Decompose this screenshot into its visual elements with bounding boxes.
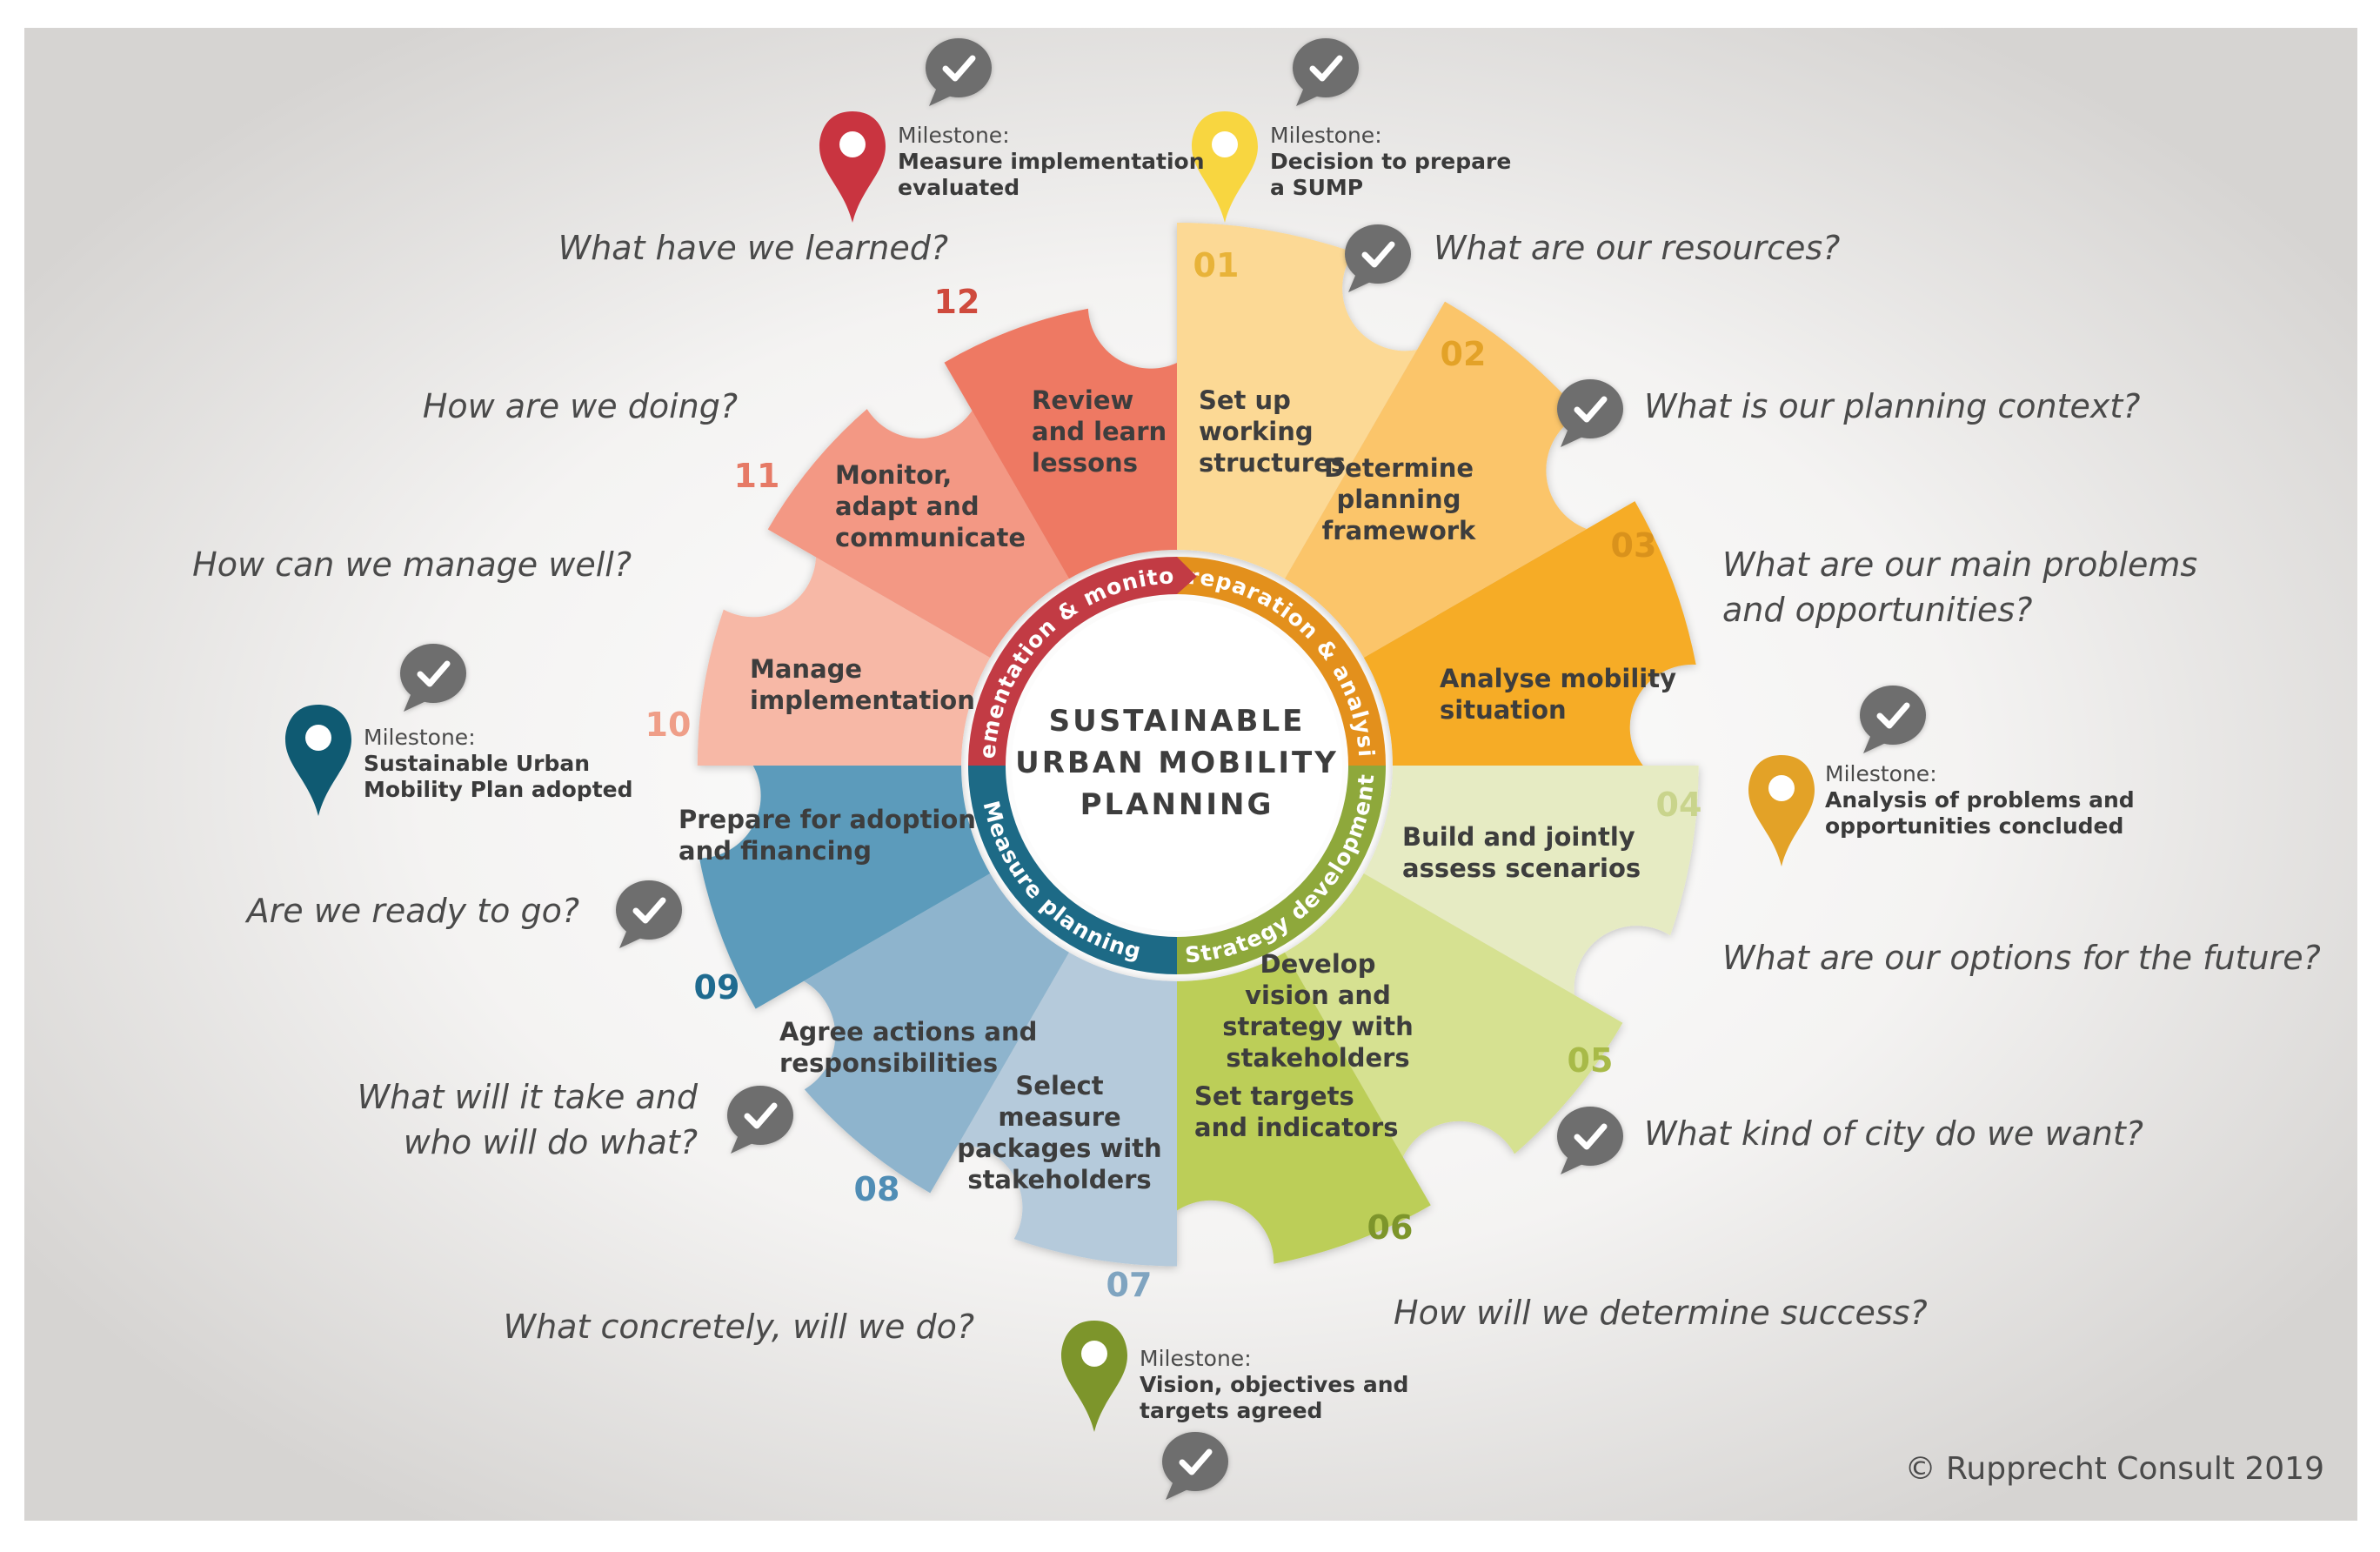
milestone-heading: Milestone: <box>898 123 1010 148</box>
step-number-11: 11 <box>734 457 780 495</box>
copyright-notice: © Rupprecht Consult 2019 <box>1905 1451 2324 1487</box>
speech-bubble-check-icon <box>1345 224 1411 292</box>
map-pin-icon <box>1748 755 1815 866</box>
speech-bubble-check-icon <box>1557 1107 1623 1174</box>
step-number-09: 09 <box>694 968 740 1007</box>
step-number-07: 07 <box>1106 1266 1153 1304</box>
step-segment-03 <box>1363 501 1696 766</box>
speech-bubble-check-icon <box>616 880 682 948</box>
question-step-05: What kind of city do we want? <box>1644 1114 2143 1153</box>
step-numbers: 01 02 03 04 05 06 07 08 09 10 11 12 <box>645 246 1702 1304</box>
step-segment-01 <box>1177 223 1417 579</box>
step-segments <box>697 223 1699 1267</box>
phase-arc-2 <box>1157 766 1386 974</box>
phase-arc-3 <box>968 746 1177 974</box>
speech-bubble-check-icon <box>727 1086 793 1154</box>
step-number-01: 01 <box>1193 246 1240 284</box>
phase-arc-1 <box>1177 557 1386 786</box>
step-number-06: 06 <box>1367 1208 1414 1247</box>
step-segment-06 <box>1177 952 1431 1264</box>
question-step-06: How will we determine success? <box>1394 1294 1928 1332</box>
speech-bubble-check-icon <box>926 38 992 106</box>
map-pin-icon <box>819 111 886 223</box>
question-step-09: Are we ready to go? <box>244 892 579 930</box>
milestone-heading: Milestone: <box>1270 123 1382 148</box>
step-number-08: 08 <box>854 1170 900 1208</box>
milestone-heading: Milestone: <box>1140 1346 1252 1371</box>
question-step-12: What have we learned? <box>558 229 948 267</box>
step-segment-07 <box>958 952 1177 1267</box>
step-number-04: 04 <box>1656 786 1702 824</box>
step-number-05: 05 <box>1568 1041 1614 1080</box>
step-number-02: 02 <box>1441 335 1487 373</box>
question-step-10: How can we manage well? <box>192 545 632 584</box>
step-segment-12 <box>944 308 1177 579</box>
step-segment-09 <box>699 766 991 1009</box>
speech-bubble-check-icon <box>1860 686 1926 753</box>
step-questions: What are our resources? What is our plann… <box>192 229 2321 1346</box>
map-pin-icon <box>1061 1321 1127 1432</box>
question-step-04: What are our options for the future? <box>1722 939 2321 977</box>
question-step-02: What is our planning context? <box>1644 387 2140 425</box>
speech-bubble-check-icon <box>1293 38 1359 106</box>
step-segment-08 <box>804 873 1069 1194</box>
milestone-heading: Milestone: <box>1825 761 1937 786</box>
map-pin-icon <box>1192 111 1258 223</box>
map-pin-icon <box>285 705 351 816</box>
step-segment-04 <box>1363 766 1699 995</box>
step-segment-11 <box>767 409 1069 658</box>
step-segment-02 <box>1285 301 1587 658</box>
step-segment-05 <box>1285 873 1623 1157</box>
checkpoint-icons <box>400 38 1926 1500</box>
phase-arc-4 <box>968 557 1197 766</box>
question-step-07: What concretely, will we do? <box>504 1308 974 1346</box>
question-step-01: What are our resources? <box>1434 229 1840 267</box>
question-step-11: How are we doing? <box>423 387 738 425</box>
step-number-10: 10 <box>645 706 692 744</box>
speech-bubble-check-icon <box>400 644 466 712</box>
speech-bubble-check-icon <box>1557 379 1623 447</box>
step-segment-10 <box>697 557 991 766</box>
speech-bubble-check-icon <box>1162 1432 1228 1500</box>
milestone-heading: Milestone: <box>364 725 476 750</box>
step-number-03: 03 <box>1611 526 1657 565</box>
center-circle <box>1012 600 1342 931</box>
step-number-12: 12 <box>934 283 980 321</box>
